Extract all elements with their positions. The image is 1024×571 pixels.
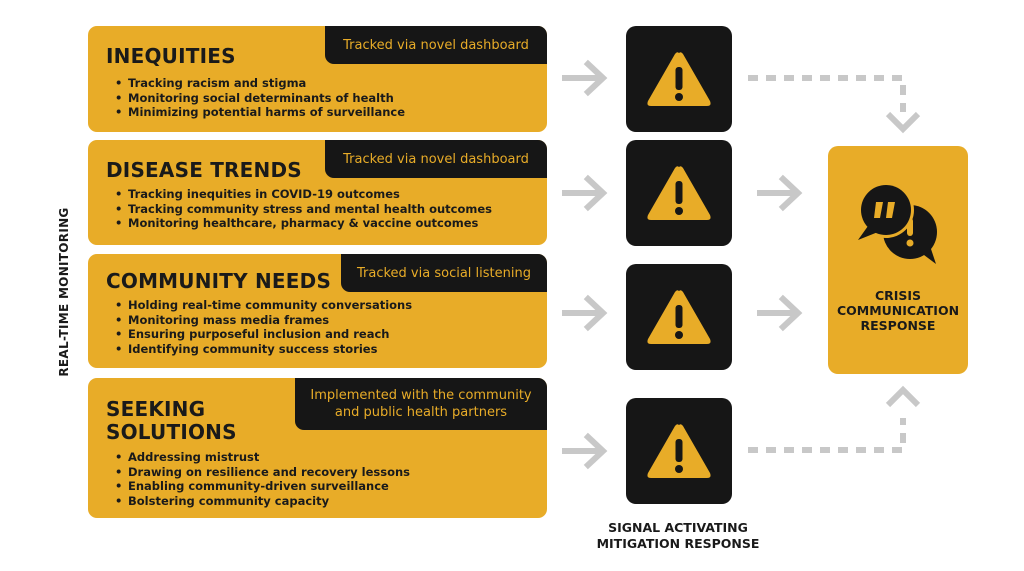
warning-icon [647,52,711,106]
bullet-list: Tracking racism and stigma Monitoring so… [115,76,405,120]
list-item: Tracking community stress and mental hea… [115,202,492,217]
chat-bubbles-icon [858,182,937,264]
list-item: Tracking racism and stigma [115,76,405,91]
crisis-line3: RESPONSE [860,318,936,333]
list-item: Ensuring purposeful inclusion and reach [115,327,412,342]
crisis-communication-label: CRISIS COMMUNICATION RESPONSE [828,288,968,333]
crisis-line2: COMMUNICATION [836,303,960,318]
card-title-line1: SEEKING [106,397,206,421]
card-seeking-solutions: SEEKING SOLUTIONS Implemented with the c… [88,378,547,518]
dashed-connector-bottom [748,418,906,453]
warning-box-3 [626,264,732,370]
warning-box-4 [626,398,732,504]
card-title: DISEASE TRENDS [106,158,302,182]
arrow-up-icon [885,385,921,408]
card-disease-trends: DISEASE TRENDS Tracked via novel dashboa… [88,140,547,245]
list-item: Addressing mistrust [115,450,410,465]
card-title: INEQUITIES [106,44,236,68]
warning-box-1 [626,26,732,132]
list-item: Bolstering community capacity [115,494,410,509]
tracked-tag: Tracked via novel dashboard [325,140,547,178]
tracked-tag: Tracked via novel dashboard [325,26,547,64]
card-title: COMMUNITY NEEDS [106,269,332,293]
bullet-list: Holding real-time community conversation… [115,298,412,357]
tag-line1: Implemented with the community [310,388,532,403]
list-item: Tracking inequities in COVID-19 outcomes [115,187,492,202]
tag-line2: and public health partners [334,405,508,420]
warning-icon [647,424,711,478]
list-item: Holding real-time community conversation… [115,298,412,313]
arrow-right-icon [562,432,608,470]
bullet-list: Tracking inequities in COVID-19 outcomes… [115,187,492,231]
implemented-tag: Implemented with the community and publi… [295,378,547,430]
list-item: Minimizing potential harms of surveillan… [115,105,405,120]
bottom-label-line2: MITIGATION RESPONSE [596,536,760,551]
crisis-communication-box: CRISIS COMMUNICATION RESPONSE [828,146,968,374]
bullet-list: Addressing mistrust Drawing on resilienc… [115,450,410,509]
list-item: Monitoring mass media frames [115,313,412,328]
warning-icon [647,166,711,220]
arrow-down-icon [885,111,921,134]
card-community-needs: COMMUNITY NEEDS Tracked via social liste… [88,254,547,368]
warning-icon [647,290,711,344]
list-item: Drawing on resilience and recovery lesso… [115,465,410,480]
list-item: Monitoring social determinants of health [115,91,405,106]
bottom-label-line1: SIGNAL ACTIVATING [608,520,748,535]
arrow-right-icon [757,174,803,212]
crisis-line1: CRISIS [874,288,922,303]
tracked-tag: Tracked via social listening [341,254,547,292]
signal-activating-label: SIGNAL ACTIVATING MITIGATION RESPONSE [568,520,788,552]
arrow-right-icon [562,174,608,212]
warning-box-2 [626,140,732,246]
arrow-right-icon [562,294,608,332]
card-title-line2: SOLUTIONS [106,420,237,444]
card-inequities: INEQUITIES Tracked via novel dashboard T… [88,26,547,132]
arrow-right-icon [562,59,608,97]
list-item: Identifying community success stories [115,342,412,357]
dashed-connector-top [748,75,906,112]
arrow-right-icon [757,294,803,332]
list-item: Monitoring healthcare, pharmacy & vaccin… [115,216,492,231]
list-item: Enabling community-driven surveillance [115,479,410,494]
